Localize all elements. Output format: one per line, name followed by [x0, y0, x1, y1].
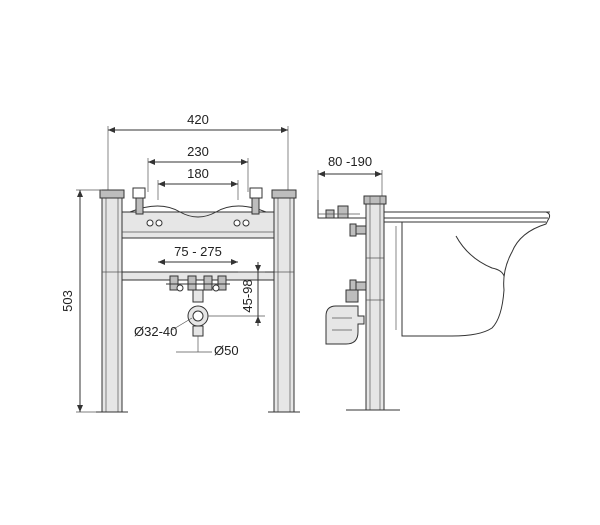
basin-profile: [383, 211, 551, 337]
dim-drain-height: 45-98: [208, 262, 265, 326]
label-drain-offset: 75 - 275: [174, 244, 222, 259]
drain-elbow: [325, 289, 365, 345]
leader-inlet-diameter: Ø32-40: [134, 317, 193, 339]
left-leg: [99, 189, 125, 413]
dim-total-height: 503: [60, 189, 102, 413]
dim-wall-spacing: 230: [147, 144, 249, 192]
mounting-bolts: [132, 187, 263, 227]
dim-fix-spacing: 180: [157, 166, 239, 200]
side-post: [363, 195, 387, 411]
front-view: 420 230 180: [60, 112, 300, 413]
label-drain-diameter: Ø50: [214, 343, 239, 358]
lower-crossbar: [121, 271, 275, 281]
side-bolts: [349, 223, 367, 293]
label-fix-spacing: 180: [187, 166, 209, 181]
right-leg: [271, 189, 297, 413]
dim-drain-offset: 75 - 275: [158, 244, 238, 265]
supply-connectors: [166, 275, 230, 292]
dim-wall-depth: 80 -190: [317, 154, 383, 218]
label-wall-depth: 80 -190: [328, 154, 372, 169]
leader-drain-diameter: Ø50: [176, 336, 239, 358]
label-drain-height: 45-98: [240, 279, 255, 312]
drain-trap: [187, 289, 209, 337]
wall-bracket: [317, 200, 372, 219]
label-inlet-diameter: Ø32-40: [134, 324, 177, 339]
side-view: 80 -190: [317, 154, 551, 411]
top-crossbar: [121, 205, 275, 239]
label-total-height: 503: [60, 290, 75, 312]
dim-frame-width: 420: [107, 112, 289, 195]
label-wall-spacing: 230: [187, 144, 209, 159]
label-frame-width: 420: [187, 112, 209, 127]
